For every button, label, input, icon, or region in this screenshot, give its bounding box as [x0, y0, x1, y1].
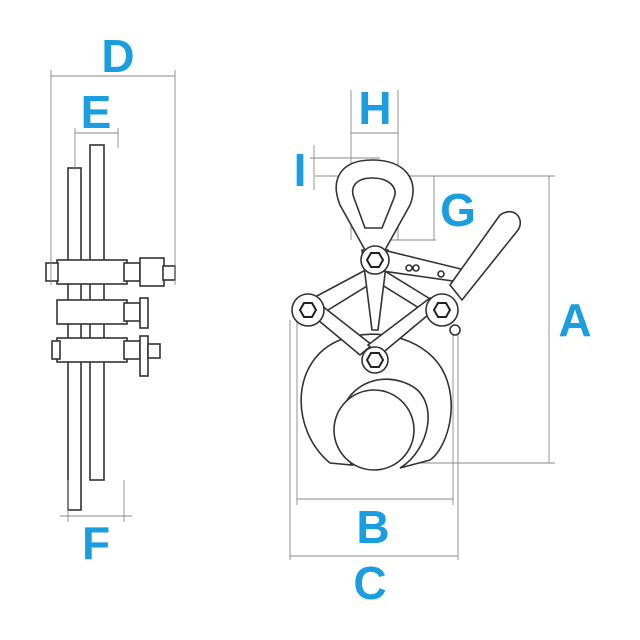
side-bolt-block-mid [56, 299, 128, 325]
dimension-label-e: E [80, 86, 112, 138]
side-view [45, 70, 176, 522]
dimension-label-d: D [101, 30, 135, 82]
side-bolt-block-low [56, 337, 128, 363]
dimension-label-f: F [81, 517, 111, 569]
front-view [289, 90, 555, 560]
dimension-label-h: H [358, 82, 392, 134]
dimension-label-i: I [293, 144, 307, 196]
release-handle [448, 210, 522, 302]
dimension-label-g: G [440, 184, 476, 236]
side-bolt-block-top [56, 259, 128, 285]
hex-nuts [298, 252, 452, 368]
load-circle [333, 389, 415, 471]
dimension-label-c: C [353, 557, 387, 609]
dimension-label-b: B [356, 501, 390, 553]
dimension-label-a: A [558, 294, 592, 346]
